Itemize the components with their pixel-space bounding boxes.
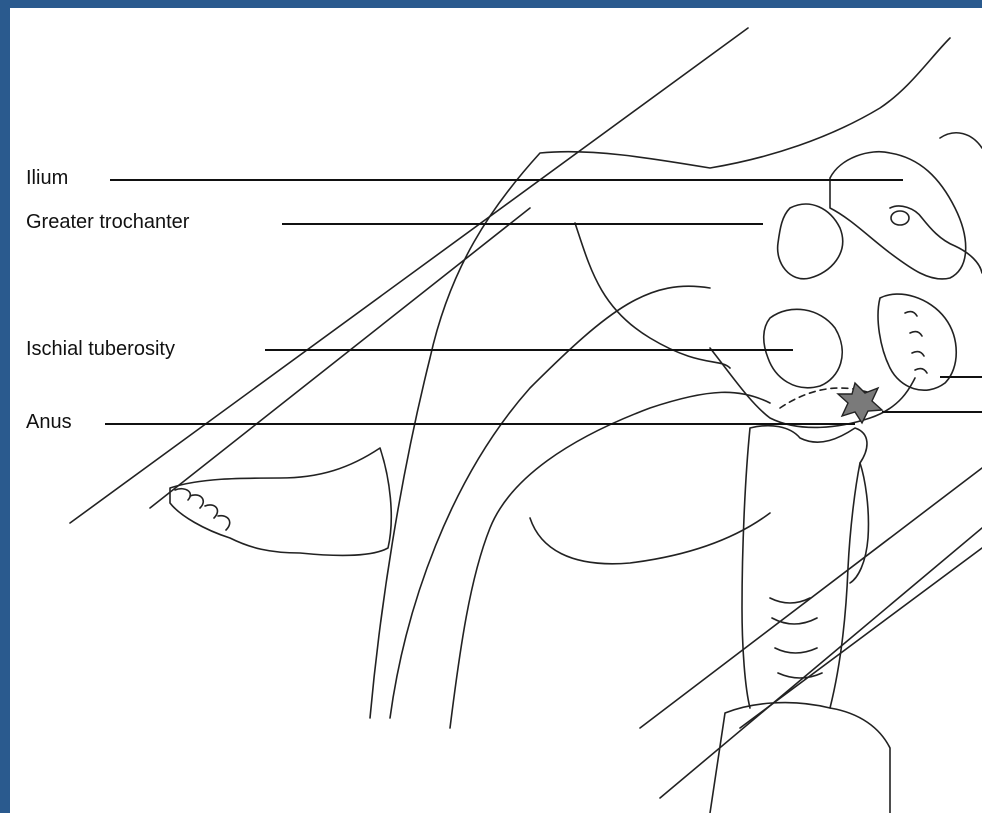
table-edge-right-1 [640, 468, 982, 728]
label-ilium: Ilium [26, 168, 68, 188]
ischium-bone [764, 309, 842, 387]
lower-leg-outline [450, 392, 770, 728]
anus-mark [838, 383, 882, 423]
upper-hand-nail [891, 211, 909, 225]
sacrum [878, 294, 956, 390]
trochanter-bone [778, 204, 843, 279]
knee-crease [575, 223, 730, 368]
label-ischial-tuberosity: Ischial tuberosity [26, 339, 175, 359]
table-edge-right-3 [740, 548, 982, 728]
anatomical-drawing [10, 8, 982, 813]
toes [175, 489, 230, 530]
examiner-sleeve [710, 703, 890, 813]
examiner-hand [742, 426, 867, 708]
examiner-thumb [850, 463, 868, 583]
calf-outline [530, 513, 770, 564]
upper-thigh-outline [370, 38, 950, 718]
illustration-canvas: Ilium Greater trochanter Ischial tuberos… [10, 8, 982, 813]
sacrum-foramina [905, 312, 927, 373]
table-edge-right-2 [660, 528, 982, 798]
table-edge-lower [150, 208, 530, 508]
upper-hand [890, 133, 982, 273]
label-anus: Anus [26, 412, 72, 432]
label-greater-trochanter: Greater trochanter [26, 212, 189, 232]
ilium-bone [830, 152, 966, 279]
